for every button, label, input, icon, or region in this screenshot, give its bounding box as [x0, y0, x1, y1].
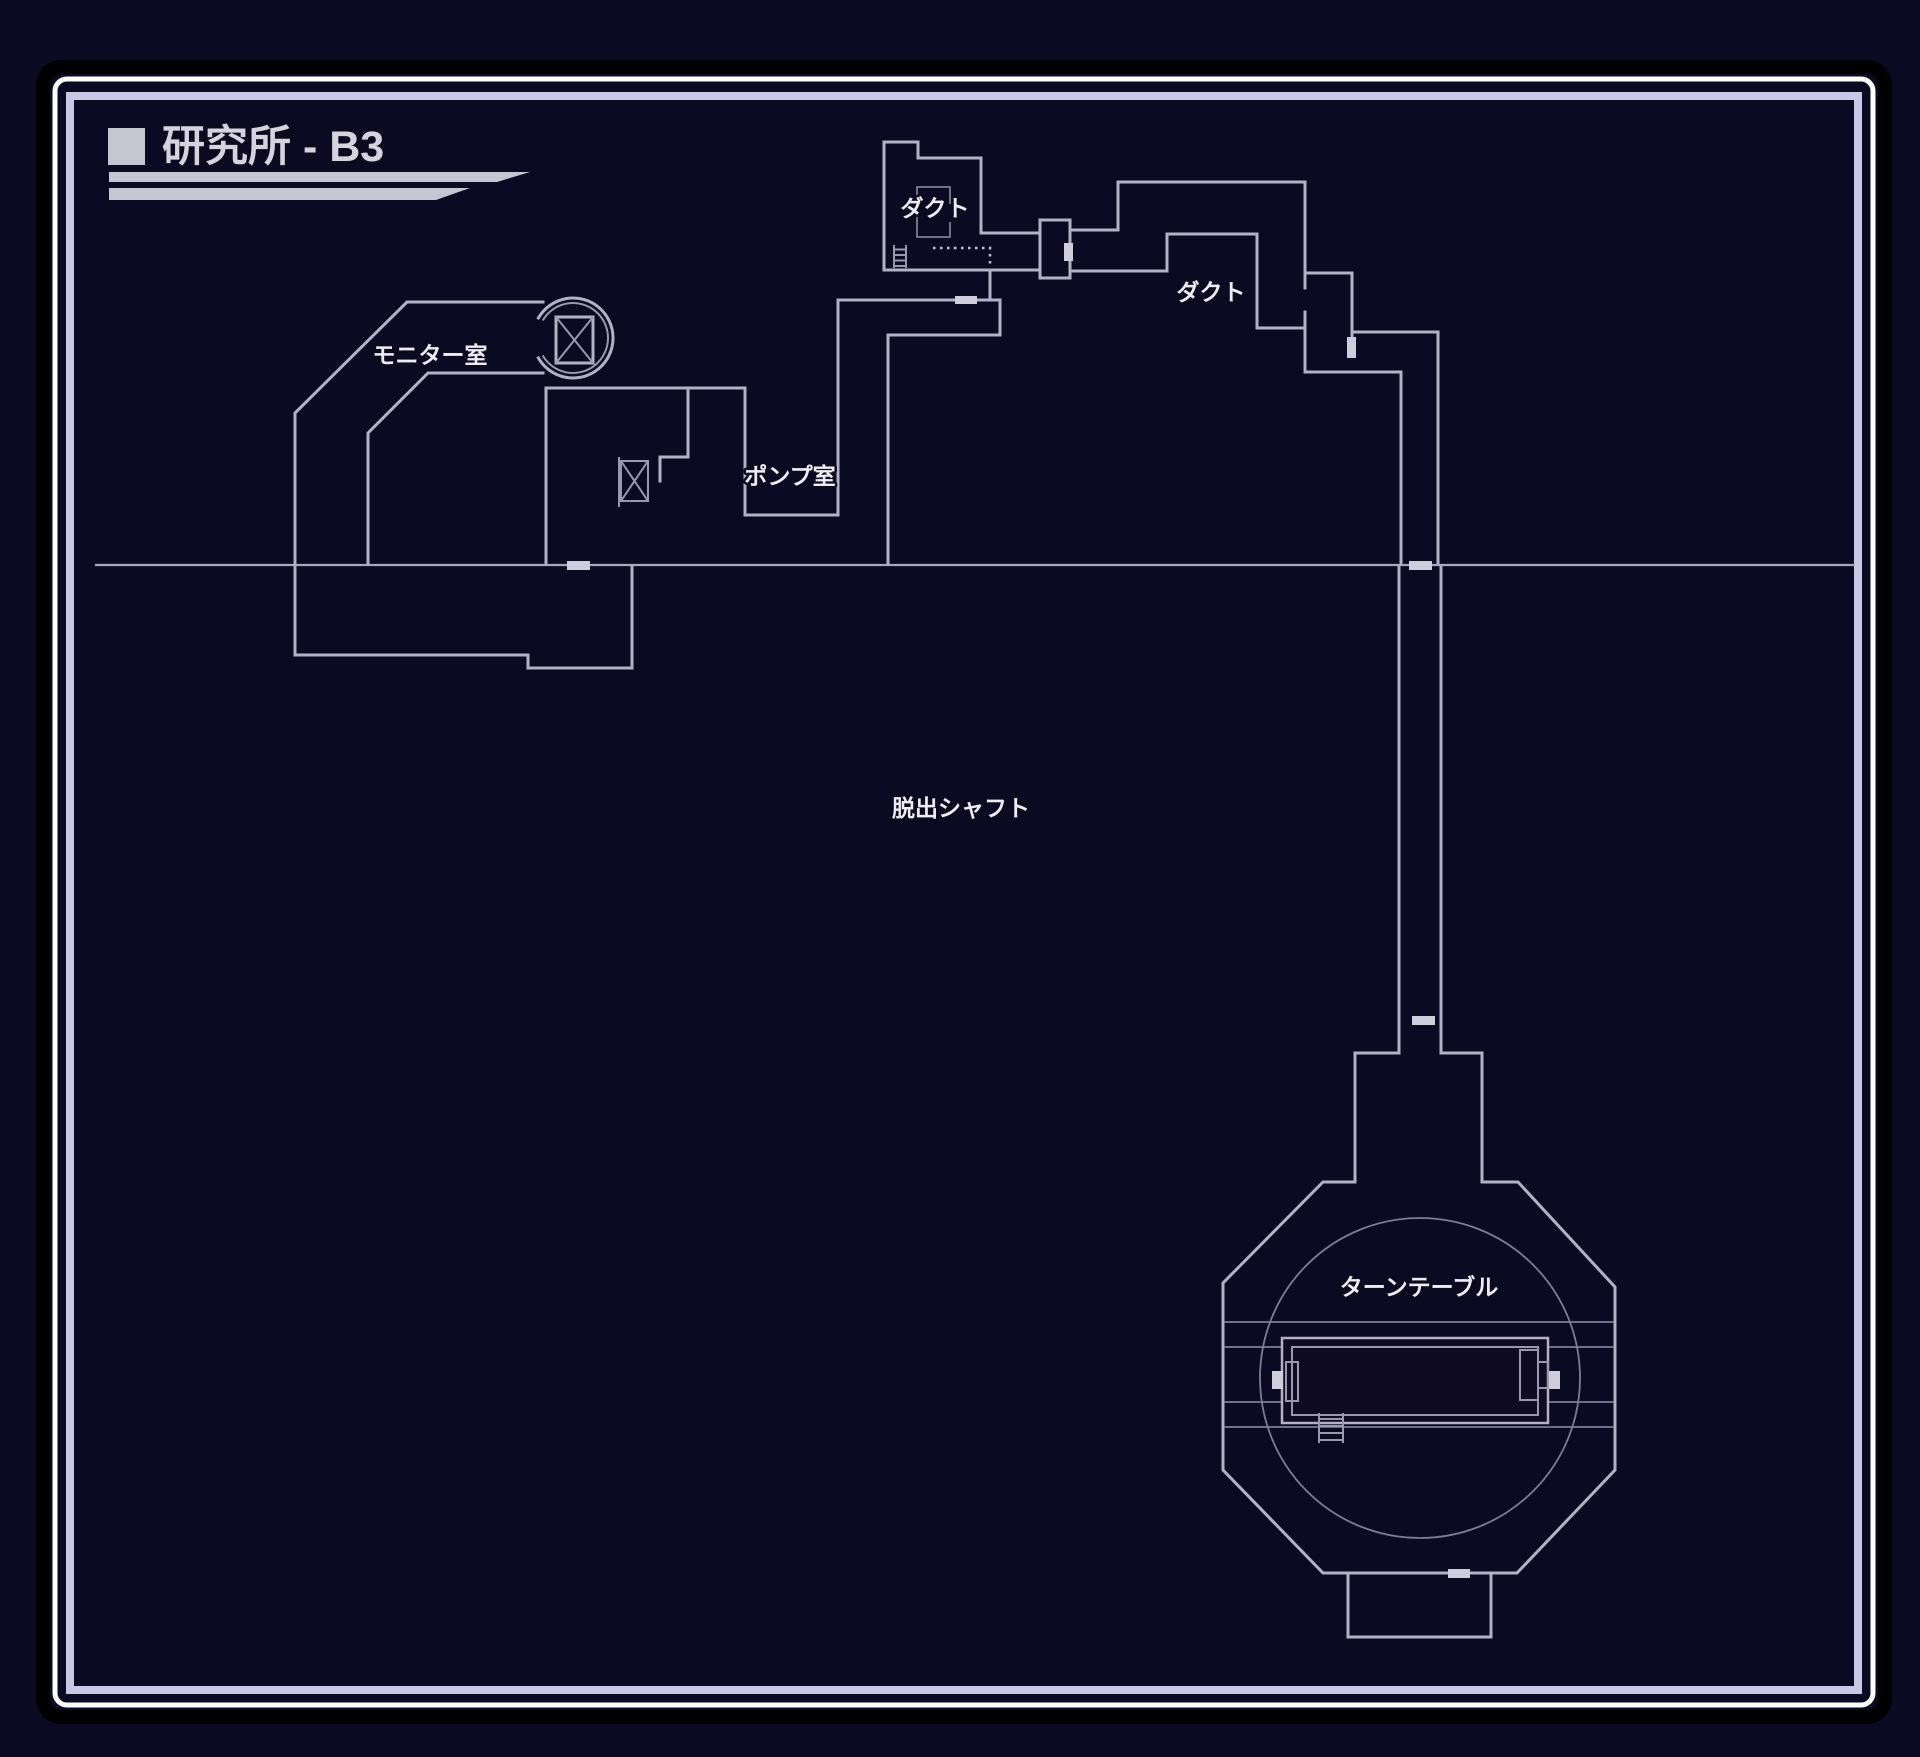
right-duct-outer-upper [1116, 180, 1307, 290]
platform-clamp-right-2 [1537, 1361, 1549, 1389]
platform-clamp-left [1285, 1361, 1299, 1402]
label-duct-right: ダクト [1177, 279, 1246, 305]
door-marker [1448, 1569, 1470, 1578]
ladder-icon [1318, 1413, 1344, 1443]
duct-room-outline [882, 140, 1042, 272]
turntable-platform [1272, 1336, 1560, 1425]
duct-corridor-left-wall [836, 298, 1002, 566]
elevator-icon [536, 296, 615, 380]
label-turntable: ターンテーブル [1340, 1274, 1498, 1300]
elevator-car [554, 315, 595, 365]
door-marker [1347, 337, 1356, 358]
label-escape-shaft: 脱出シャフト [892, 795, 1030, 821]
frame-outer-black [36, 60, 1892, 1724]
platform-nub-right [1549, 1371, 1560, 1389]
pump-room-outline [544, 298, 840, 566]
monitor-room-inner-wall [366, 371, 545, 566]
label-duct-upper: ダクト [901, 195, 970, 221]
door-marker [1412, 1016, 1435, 1025]
title-underline-bar-1 [109, 172, 530, 182]
vent-icon [916, 186, 951, 238]
connector-room-outline [1038, 218, 1072, 280]
door-marker [567, 561, 590, 570]
turntable-circle [1259, 1217, 1581, 1539]
right-duct-inner [1165, 232, 1307, 330]
right-duct-connector [1303, 271, 1354, 340]
square-bullet-icon [108, 128, 145, 165]
duct-band-walls [1068, 228, 1169, 273]
monitor-room-outline [293, 300, 634, 670]
elevator-ring-outer [536, 296, 615, 380]
turntable-exit-room [1346, 1572, 1493, 1639]
title-underline-bar-2 [109, 188, 470, 200]
ladder-icon [893, 245, 907, 268]
shaft-head-wall [1350, 330, 1440, 566]
platform-outer [1280, 1336, 1550, 1425]
pump-room-partition [658, 386, 690, 483]
shaft-and-turntable-outline [1221, 565, 1617, 1575]
elevator-x-mark [620, 460, 649, 502]
frame-white-line [52, 76, 1876, 1708]
elevator-ring-inner [541, 302, 610, 374]
right-duct-outer-lower [1303, 310, 1403, 566]
label-pump-room: ポンプ室 [744, 463, 835, 489]
door-marker [955, 296, 977, 304]
elevator-icon [620, 460, 649, 502]
door-marker [1409, 561, 1432, 570]
frame-lavender-line [66, 92, 1862, 1694]
elevator-car [620, 460, 649, 502]
page-title: 研究所 - B3 [162, 123, 384, 171]
elevator-x-mark [555, 316, 594, 364]
door-marker [1064, 243, 1073, 261]
crawl-path-dotted [933, 246, 992, 268]
label-monitor-room: モニター室 [373, 342, 488, 368]
platform-nub-left [1272, 1371, 1283, 1389]
